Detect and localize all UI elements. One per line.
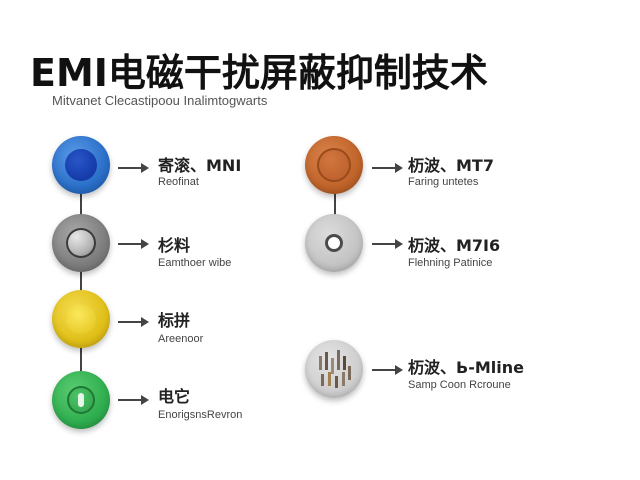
gray-disc-icon xyxy=(52,214,110,272)
page-subtitle: Mitvanet Clecastipoou Inalimtogwarts xyxy=(52,93,268,108)
orange-disc-icon xyxy=(305,136,363,194)
blue-disc-icon xyxy=(52,136,110,194)
right-connector xyxy=(334,190,336,220)
ring-icon xyxy=(305,214,363,272)
components-icon xyxy=(305,340,363,398)
yellow-disc-icon xyxy=(52,290,110,348)
component-pins xyxy=(319,350,351,388)
arrow xyxy=(372,365,403,375)
node-sublabel: Eamthoer wibe xyxy=(158,257,232,269)
arrow xyxy=(118,395,149,405)
arrow xyxy=(118,317,149,327)
node-label: 杉料 xyxy=(158,236,191,255)
node-sublabel: Reofinat xyxy=(158,176,199,188)
node-sublabel: Faring untetes xyxy=(408,176,479,188)
node-label: 杤波、Ь-Mline xyxy=(408,358,524,377)
node-label: 寄滚、MNI xyxy=(158,156,242,175)
node-label: 电它 xyxy=(158,387,191,406)
arrow xyxy=(118,239,149,249)
arrow xyxy=(372,239,403,249)
node-label: 标拼 xyxy=(158,311,191,330)
page-title: EMI电磁干扰屏蔽抑制技术 xyxy=(30,51,488,95)
node-sublabel: Areenoor xyxy=(158,333,204,345)
node-label: 杤波、M7I6 xyxy=(408,236,501,255)
node-sublabel: Flehning Patinice xyxy=(408,257,493,269)
arrow xyxy=(372,163,403,173)
node-sublabel: EnorigsnsRevron xyxy=(158,409,243,421)
arrow xyxy=(118,163,149,173)
node-sublabel: Samp Coon Rcroune xyxy=(408,379,511,391)
green-plug-icon xyxy=(52,371,110,429)
node-label: 杤波、MT7 xyxy=(408,156,494,175)
